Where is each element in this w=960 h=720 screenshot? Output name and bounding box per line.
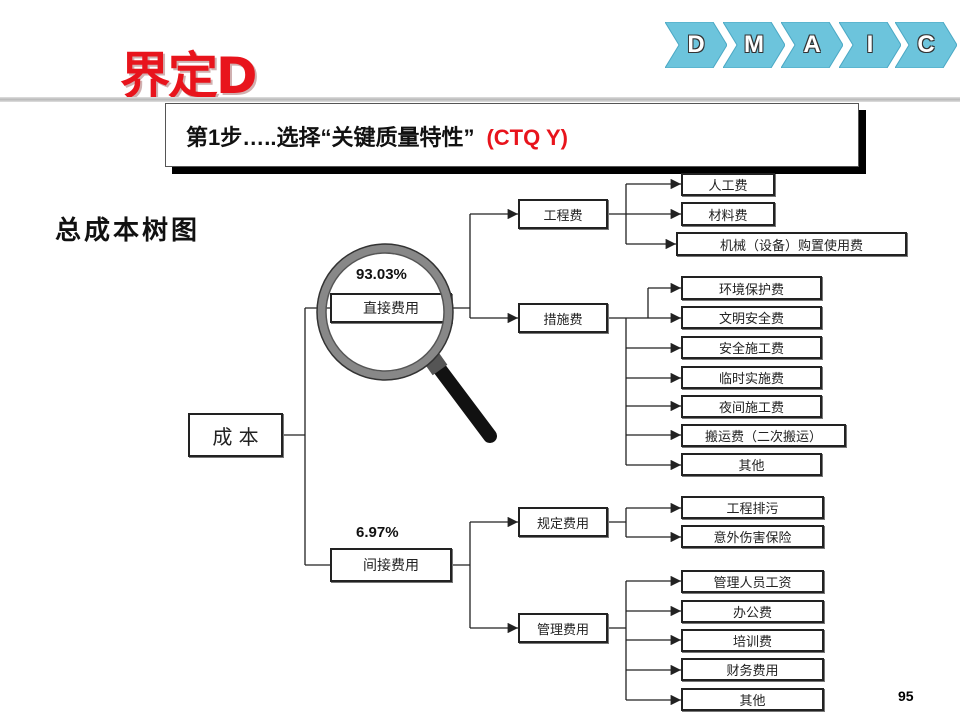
dmaic-chevron-i: I — [838, 21, 902, 69]
node-regulated: 规定费用 — [518, 507, 608, 537]
dmaic-chevron-m: M — [722, 21, 786, 69]
leaf-node: 文明安全费 — [681, 306, 822, 329]
step-text: 第1步…..选择“关键质量特性” (CTQ Y) — [186, 120, 568, 152]
leaf-node: 搬运费（二次搬运） — [681, 424, 846, 447]
leaf-node: 其他 — [681, 453, 822, 476]
leaf-node: 临时实施费 — [681, 366, 822, 389]
node-management: 管理费用 — [518, 613, 608, 643]
leaf-node: 环境保护费 — [681, 276, 822, 300]
direct-percent: 93.03% — [356, 266, 407, 283]
dmaic-chevron-c: C — [894, 21, 958, 69]
indirect-percent: 6.97% — [356, 524, 399, 541]
step-banner: 第1步…..选择“关键质量特性” (CTQ Y) — [165, 103, 859, 167]
leaf-node: 夜间施工费 — [681, 395, 822, 418]
leaf-node: 财务费用 — [681, 658, 824, 681]
leaf-node: 材料费 — [681, 202, 775, 226]
leaf-node: 培训费 — [681, 629, 824, 652]
magnifier-icon — [316, 243, 497, 443]
dmaic-chevron-d: D — [664, 21, 728, 69]
node-root-cost: 成 本 — [188, 413, 283, 457]
leaf-node: 工程排污 — [681, 496, 824, 519]
leaf-node: 办公费 — [681, 600, 824, 623]
leaf-node: 意外伤害保险 — [681, 525, 824, 548]
node-engineering: 工程费 — [518, 199, 608, 229]
step-label: 第1步…..选择“关键质量特性” — [186, 125, 475, 150]
leaf-node: 人工费 — [681, 173, 775, 196]
divider — [0, 97, 960, 102]
ctq-label: (CTQ Y) — [486, 125, 568, 150]
leaf-node: 安全施工费 — [681, 336, 822, 359]
page-number: 95 — [898, 688, 914, 704]
slide-title: 界定D — [120, 47, 258, 105]
leaf-node: 其他 — [681, 688, 824, 711]
dmaic-chevron-a: A — [780, 21, 844, 69]
leaf-node: 管理人员工资 — [681, 570, 824, 593]
leaf-node: 机械（设备）购置使用费 — [676, 232, 907, 256]
node-indirect-cost: 间接费用 — [330, 548, 452, 582]
tree-title: 总成本树图 — [55, 216, 201, 246]
node-measures: 措施费 — [518, 303, 608, 333]
node-direct-cost: 直接费用 — [330, 293, 452, 323]
